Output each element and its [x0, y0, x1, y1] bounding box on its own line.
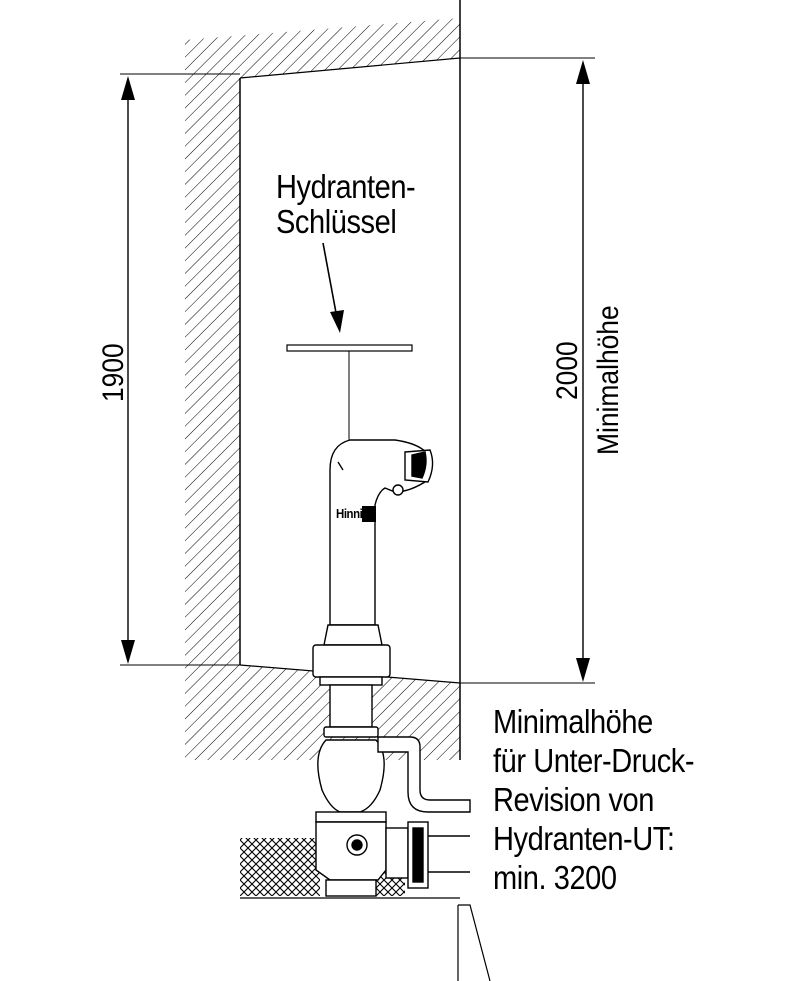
note-line2: für Unter-Druck- — [493, 742, 695, 779]
dimension-1900-label: 1900 — [97, 343, 130, 402]
dimension-1900 — [120, 73, 240, 666]
note-line5: min. 3200 — [493, 859, 617, 896]
dimension-2000-label: 2000 — [551, 341, 584, 400]
dimension-2000 — [460, 57, 595, 684]
dimension-2000-caption: Minimalhöhe — [592, 305, 625, 455]
note-line3: Revision von — [493, 781, 654, 818]
key-label-line2: Schlüssel — [276, 203, 397, 240]
note-line1: Minimalhöhe — [493, 703, 653, 740]
hydrant-key — [286, 242, 413, 445]
hydrant — [312, 439, 471, 897]
wall-section — [185, 0, 461, 760]
note-line4: Hydranten-UT: — [493, 820, 675, 857]
key-label-line1: Hydranten- — [276, 168, 416, 205]
brand-label: Hinni — [336, 506, 363, 521]
